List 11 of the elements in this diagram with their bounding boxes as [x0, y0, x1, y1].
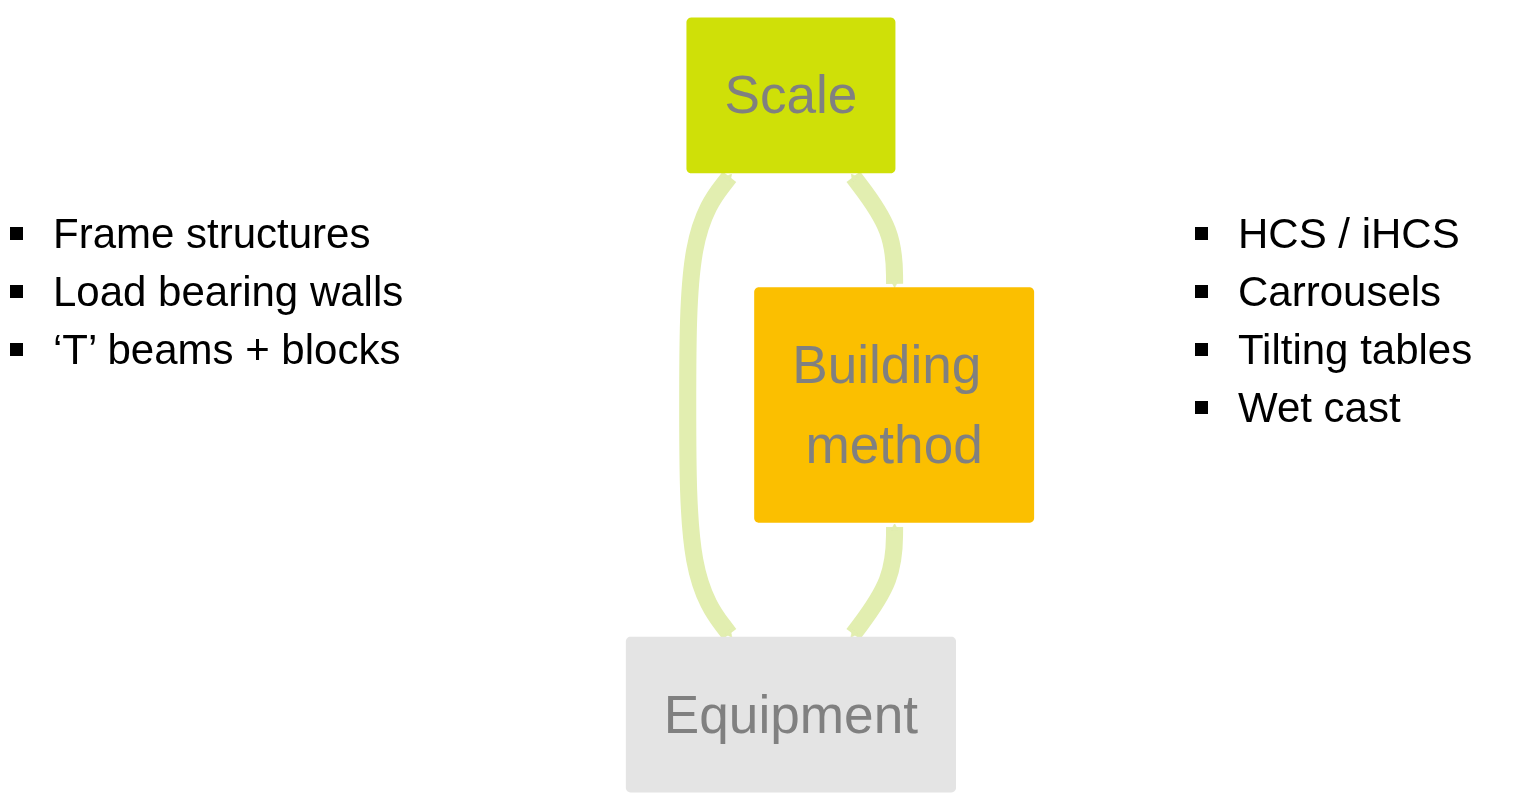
node-box: Scale: [686, 17, 896, 174]
bullet-text: ‘T’ beams + blocks: [53, 326, 401, 373]
bullet-text: Frame structures: [53, 210, 371, 257]
bullet-text: HCS / iHCS: [1238, 210, 1460, 257]
bullet-text: Load bearing walls: [53, 268, 404, 315]
bullet-text: Tilting tables: [1238, 326, 1473, 373]
arrow: [846, 171, 904, 289]
bullet-text: Wet cast: [1238, 384, 1401, 431]
bullet-text: Carrousels: [1238, 268, 1442, 315]
node-box: Equipment: [625, 636, 957, 793]
node-box: Building method: [754, 287, 1035, 523]
